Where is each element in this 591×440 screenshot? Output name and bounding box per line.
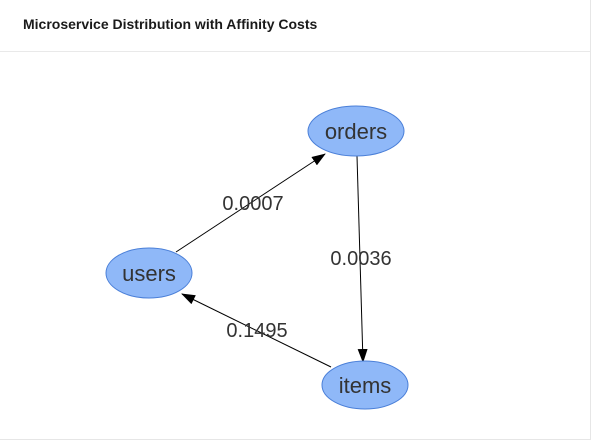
edge-orders-items[interactable] [356,155,368,363]
panel-header: Microservice Distribution with Affinity … [0,0,590,52]
node-orders-shape[interactable] [307,105,405,157]
node-users[interactable]: users [105,247,193,299]
edge-labels: 0.0007 0.0036 0.1495 [222,193,391,342]
edge-label-items-users: 0.1495 [226,320,287,342]
node-items[interactable]: items [321,360,409,410]
node-users-shape[interactable] [105,247,193,299]
edge-users-orders[interactable] [175,153,326,253]
edge-label-users-orders: 0.0007 [222,193,283,215]
node-items-shape[interactable] [321,360,409,410]
edge-label-orders-items: 0.0036 [330,248,391,270]
node-users-label: users [122,261,176,286]
edge-items-users[interactable] [181,293,332,368]
node-orders[interactable]: orders [307,105,405,157]
node-items-label: items [339,373,392,398]
node-orders-label: orders [325,119,387,144]
panel-title: Microservice Distribution with Affinity … [23,16,318,32]
edges [175,153,368,368]
